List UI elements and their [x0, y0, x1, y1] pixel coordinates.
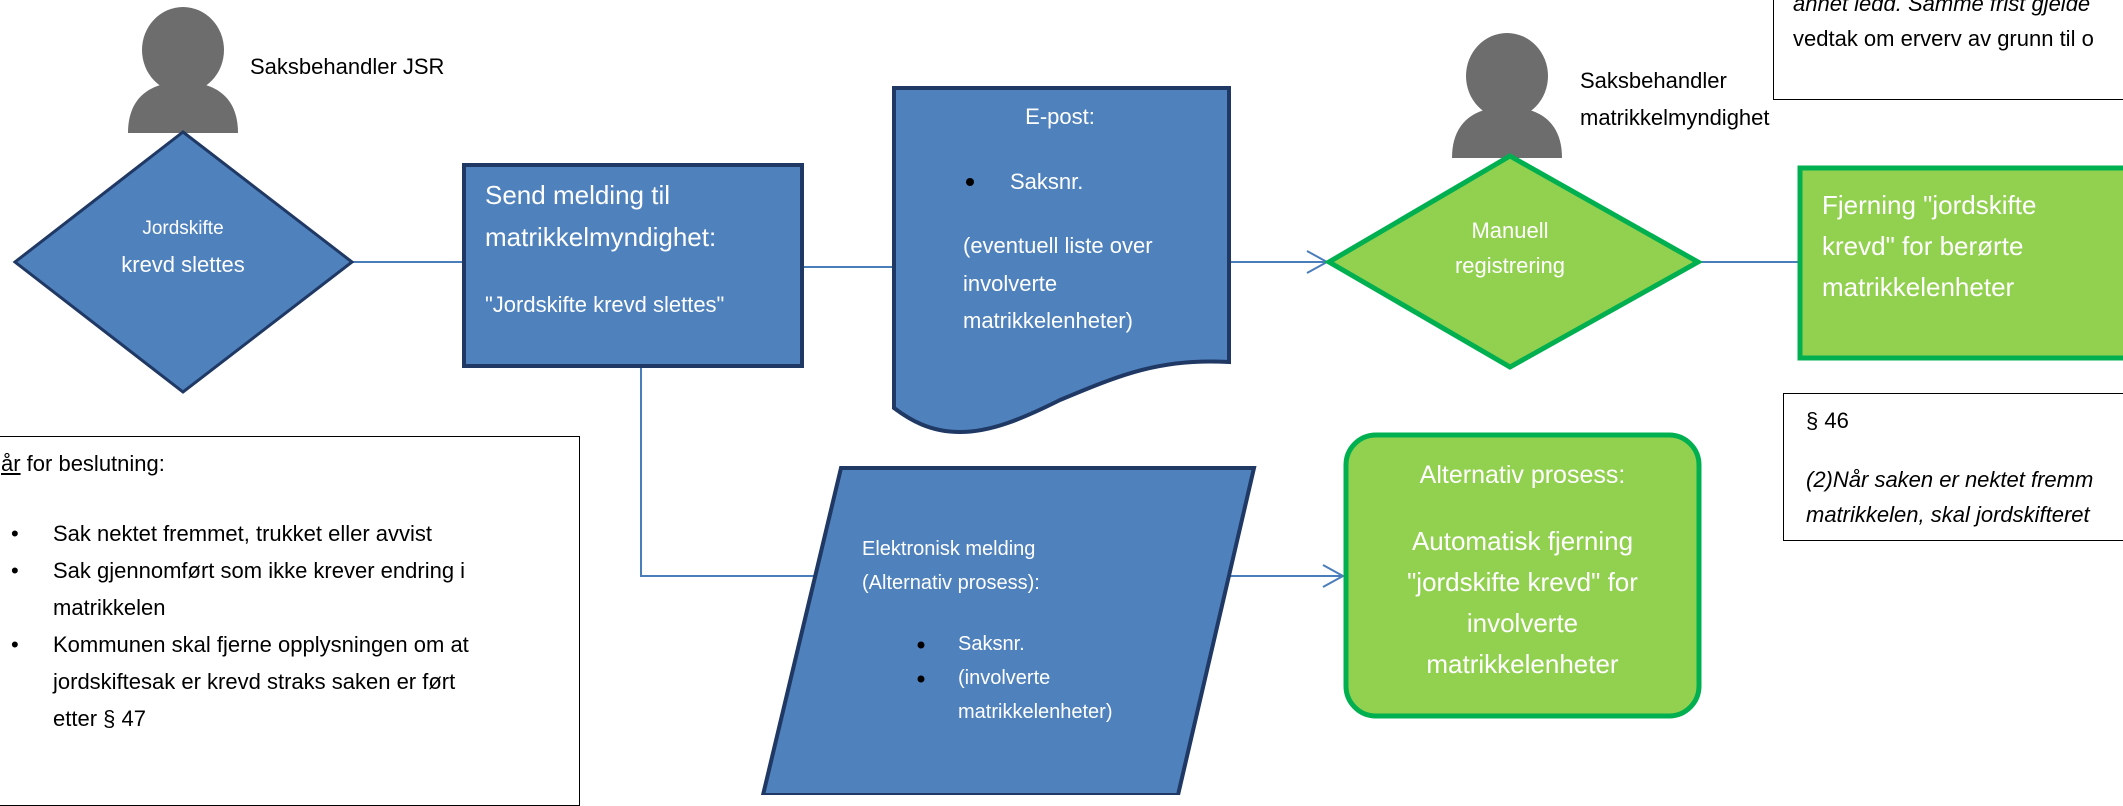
left-decision-note: år for beslutning: Sak nektet fremmet, t… — [0, 436, 580, 806]
top-right-note-line2: vedtak om erverv av grunn til o — [1793, 26, 2094, 51]
left-note-item-1: Sak nektet fremmet, trukket eller avvist — [1, 515, 469, 552]
top-right-note-line1: annet ledd. Samme frist gjelde — [1793, 0, 2091, 16]
electronic-msg-bullet2-line1: (involverte — [958, 667, 1051, 689]
left-note-item-2: Sak gjennomført som ikke krever endring … — [1, 552, 469, 626]
process-box-alternativ-prosess — [1343, 432, 1702, 719]
email-bullet-saksnr: Saksnr. — [1010, 169, 1084, 194]
bullet-dot — [917, 641, 925, 649]
electronic-msg-line2: (Alternativ prosess): — [862, 572, 1040, 594]
email-line3: matrikkelenheter) — [963, 308, 1133, 333]
removal-box-line1: Fjerning "jordskifte — [1822, 190, 2037, 220]
left-note-heading: år for beslutning: — [1, 451, 165, 477]
email-title: E-post: — [1025, 104, 1095, 129]
electronic-msg-bullet2-line2: matrikkelenheter) — [958, 701, 1113, 723]
email-line2: involverte — [963, 271, 1058, 296]
bullet-dot — [917, 675, 925, 683]
role-label-matrikkel-line1: Saksbehandler — [1580, 68, 1727, 93]
removal-box-line2: krevd" for berørte — [1822, 231, 2024, 261]
send-box-line2: matrikkelmyndighet: — [485, 222, 717, 252]
process-box-fjerning — [1797, 165, 2123, 361]
send-box-line3: "Jordskifte krevd slettes" — [485, 292, 725, 317]
top-right-note: annet ledd. Samme frist gjelde vedtak om… — [1773, 0, 2123, 100]
decision-diamond-manuell-registrering — [1324, 153, 1704, 370]
manual-diamond-line2: registrering — [1454, 253, 1566, 278]
law-note-line2: matrikkelen, skal jordskifteret — [1806, 502, 2090, 527]
diamond-start-line2: krevd slettes — [121, 252, 245, 277]
law-note-title: § 46 — [1806, 408, 1849, 433]
bullet-dot — [966, 178, 974, 186]
role-label-matrikkel-line2: matrikkelmyndighet — [1580, 105, 1770, 130]
alt-process-line1: Automatisk fjerning — [1411, 526, 1634, 556]
decision-diamond-jordskifte-krevd-slettes — [12, 130, 355, 394]
electronic-msg-bullet1: Saksnr. — [958, 633, 1025, 655]
alt-process-title: Alternativ prosess: — [1419, 461, 1626, 489]
person-icon-matrikkelmyndighet — [1452, 33, 1562, 158]
email-line1: (eventuell liste over — [963, 233, 1153, 258]
process-box-send-melding — [462, 163, 804, 368]
alt-process-line2: "jordskifte krevd" for — [1407, 567, 1638, 597]
diamond-start-line1: Jordskifte — [142, 218, 224, 239]
arrowhead-alt — [1322, 564, 1346, 588]
left-note-heading-underlined: år — [1, 451, 21, 476]
left-note-item-3: Kommunen skal fjerne opplysningen om atj… — [1, 626, 469, 737]
removal-box-line3: matrikkelenheter — [1822, 272, 2015, 302]
data-shape-elektronisk-melding — [760, 466, 1257, 795]
left-note-list: Sak nektet fremmet, trukket eller avvist… — [1, 515, 469, 737]
person-icon-jsr — [128, 7, 238, 133]
electronic-msg-line1: Elektronisk melding — [862, 538, 1036, 560]
law-note-line1: (2)Når saken er nektet fremm — [1806, 467, 2094, 492]
document-shape-epost — [892, 86, 1231, 435]
send-box-line1: Send melding til — [485, 180, 670, 210]
alt-process-line3: involverte — [1466, 608, 1579, 638]
role-label-jsr: Saksbehandler JSR — [250, 54, 445, 79]
manual-diamond-line1: Manuell — [1471, 218, 1549, 243]
left-note-heading-rest: for beslutning: — [20, 451, 165, 476]
alt-process-line4: matrikkelenheter — [1426, 649, 1619, 679]
law-paragraph-note: § 46 (2)Når saken er nektet fremm matrik… — [1783, 393, 2123, 541]
